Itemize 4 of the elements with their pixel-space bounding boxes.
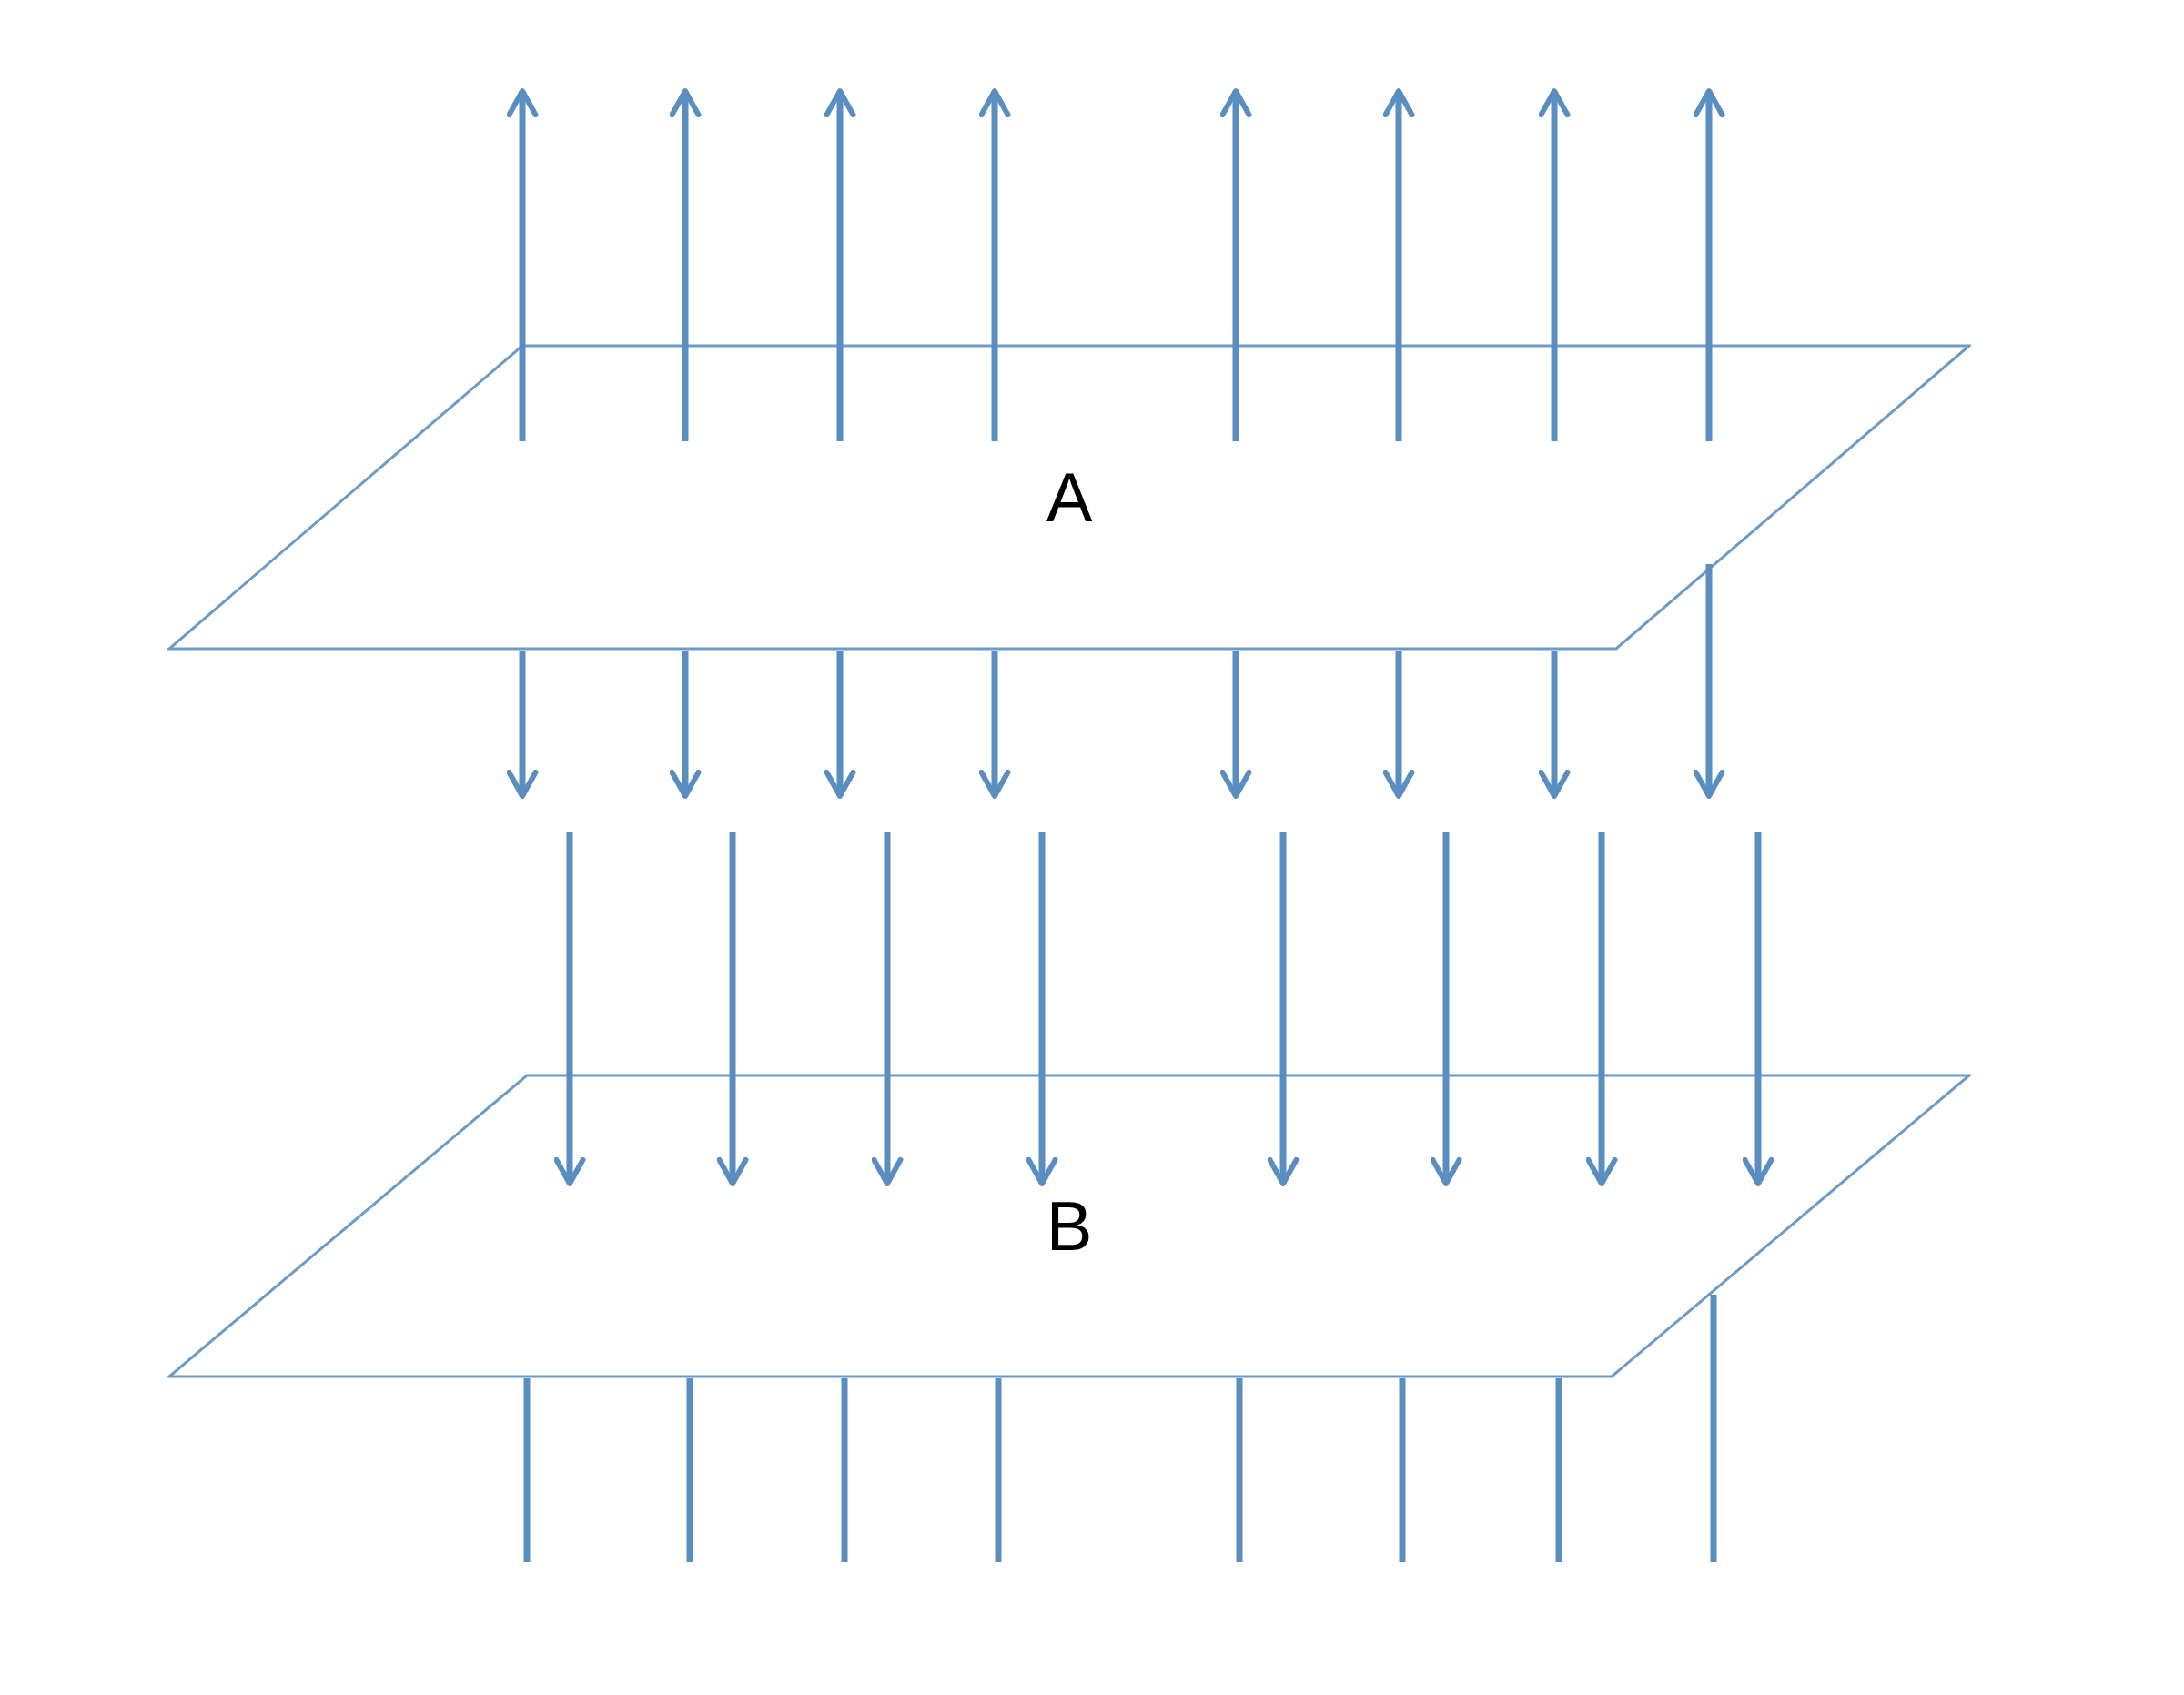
plane bbox=[167, 344, 1971, 651]
plane bbox=[167, 1074, 1971, 1378]
plane-label: B bbox=[1046, 1191, 1093, 1261]
plane-label: A bbox=[1046, 462, 1093, 532]
